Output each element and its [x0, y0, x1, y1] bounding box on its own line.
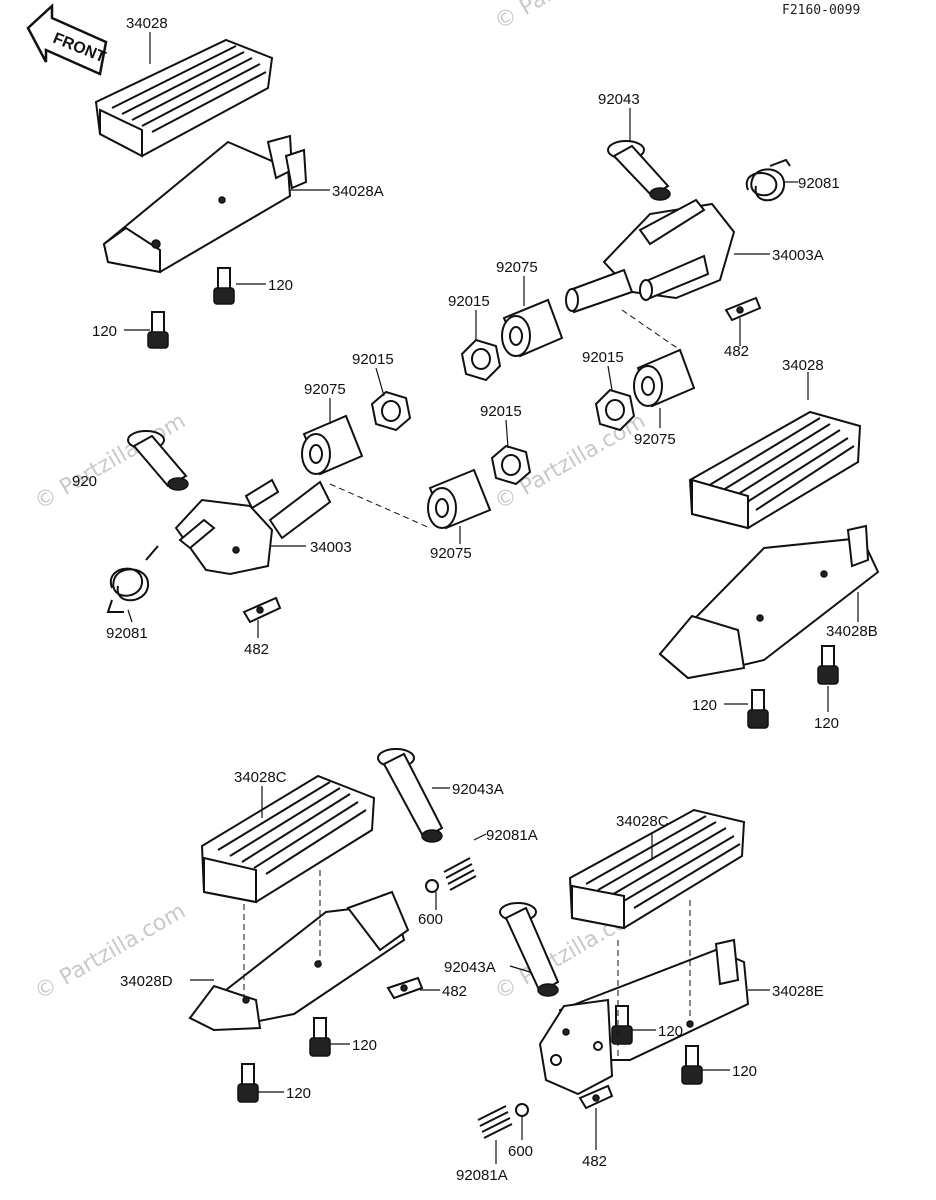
- label-92081A: 92081A: [486, 827, 538, 844]
- label-34028E: 34028E: [772, 983, 824, 1000]
- front-arrow: FRONT: [26, 3, 108, 76]
- pin-92043A-right: [499, 902, 560, 997]
- footpeg-bracket-34028A: [102, 134, 308, 274]
- footpeg-rubber-right: [688, 410, 862, 530]
- label-34028: 34028: [782, 357, 824, 374]
- nut-92015-c: [594, 388, 636, 432]
- label-120: 120: [692, 697, 717, 714]
- label-34003A: 34003A: [772, 247, 824, 264]
- bolt-120-d: [817, 645, 839, 685]
- spring-92081-left: [106, 545, 159, 613]
- label-120: 120: [268, 277, 293, 294]
- spring-92081-right: [745, 158, 791, 202]
- label-600: 600: [418, 911, 443, 928]
- label-34028B: 34028B: [826, 623, 878, 640]
- bracket-34003: [174, 478, 332, 576]
- label-34028D: 34028D: [120, 973, 173, 990]
- label-92015: 92015: [448, 293, 490, 310]
- clip-482-left: [242, 596, 282, 624]
- pin-92043A-left: [377, 748, 444, 843]
- spring-92081A-right: [477, 1105, 513, 1139]
- label-482: 482: [724, 343, 749, 360]
- label-120: 120: [732, 1063, 757, 1080]
- label-120: 120: [814, 715, 839, 732]
- label-600: 600: [508, 1143, 533, 1160]
- bracket-34028E: [538, 938, 750, 1096]
- nut-92015-d: [490, 444, 532, 486]
- label-482: 482: [582, 1153, 607, 1170]
- label-482: 482: [442, 983, 467, 1000]
- label-34028C: 34028C: [234, 769, 287, 786]
- label-92075: 92075: [430, 545, 472, 562]
- label-120: 120: [352, 1037, 377, 1054]
- diagram-code: F2160-0099: [782, 3, 860, 18]
- clip-482-bottom-left: [386, 976, 424, 1000]
- collar-92075-c: [633, 348, 696, 408]
- label-482: 482: [244, 641, 269, 658]
- label-34028: 34028: [126, 15, 168, 32]
- bolt-120-b: [147, 311, 169, 349]
- ball-600-right: [515, 1103, 529, 1117]
- label-92081: 92081: [798, 175, 840, 192]
- nut-92015-b: [370, 390, 412, 432]
- label-120: 120: [658, 1023, 683, 1040]
- label-92075: 92075: [304, 381, 346, 398]
- pin-92043-left: [127, 430, 189, 491]
- collar-92075-b: [301, 414, 364, 476]
- bolt-120-h: [611, 1005, 633, 1045]
- bolt-120-g: [681, 1045, 703, 1085]
- bolt-120-c: [747, 689, 769, 729]
- label-92043A: 92043A: [452, 781, 504, 798]
- label-34003: 34003: [310, 539, 352, 556]
- label-92015: 92015: [352, 351, 394, 368]
- label-92043A: 92043A: [444, 959, 496, 976]
- clip-482-right: [724, 296, 762, 322]
- watermark: © Partzilla.com: [491, 0, 651, 35]
- label-120: 120: [286, 1085, 311, 1102]
- bracket-34028D: [188, 890, 410, 1032]
- label-92015: 92015: [582, 349, 624, 366]
- clip-482-bottom-right: [578, 1084, 614, 1110]
- bolt-120-e: [309, 1017, 331, 1057]
- collar-92075-a: [501, 298, 564, 358]
- ball-600-left: [425, 879, 439, 893]
- bolt-120-f: [237, 1063, 259, 1103]
- label-92081: 92081: [106, 625, 148, 642]
- label-92043: 92043: [598, 91, 640, 108]
- label-34028A: 34028A: [332, 183, 384, 200]
- pin-92043: [607, 140, 671, 201]
- collar-92075-d: [427, 468, 492, 530]
- label-92081A: 92081A: [456, 1167, 508, 1184]
- rubber-34028C-right: [568, 808, 746, 930]
- label-92075: 92075: [634, 431, 676, 448]
- leader-lines: [124, 32, 859, 1164]
- rubber-34028C-left: [200, 774, 376, 904]
- label-120: 120: [92, 323, 117, 340]
- spring-92081A-left: [443, 857, 477, 891]
- bolt-120-a: [213, 267, 235, 305]
- footpeg-rubber-top-left: [94, 38, 274, 158]
- label-34028C: 34028C: [616, 813, 669, 830]
- label-92043-partial: 920: [72, 473, 97, 490]
- footpeg-bracket-34028B: [658, 524, 880, 680]
- bracket-34003A: [565, 198, 736, 314]
- nut-92015-a: [460, 338, 502, 382]
- label-92075: 92075: [496, 259, 538, 276]
- label-92015: 92015: [480, 403, 522, 420]
